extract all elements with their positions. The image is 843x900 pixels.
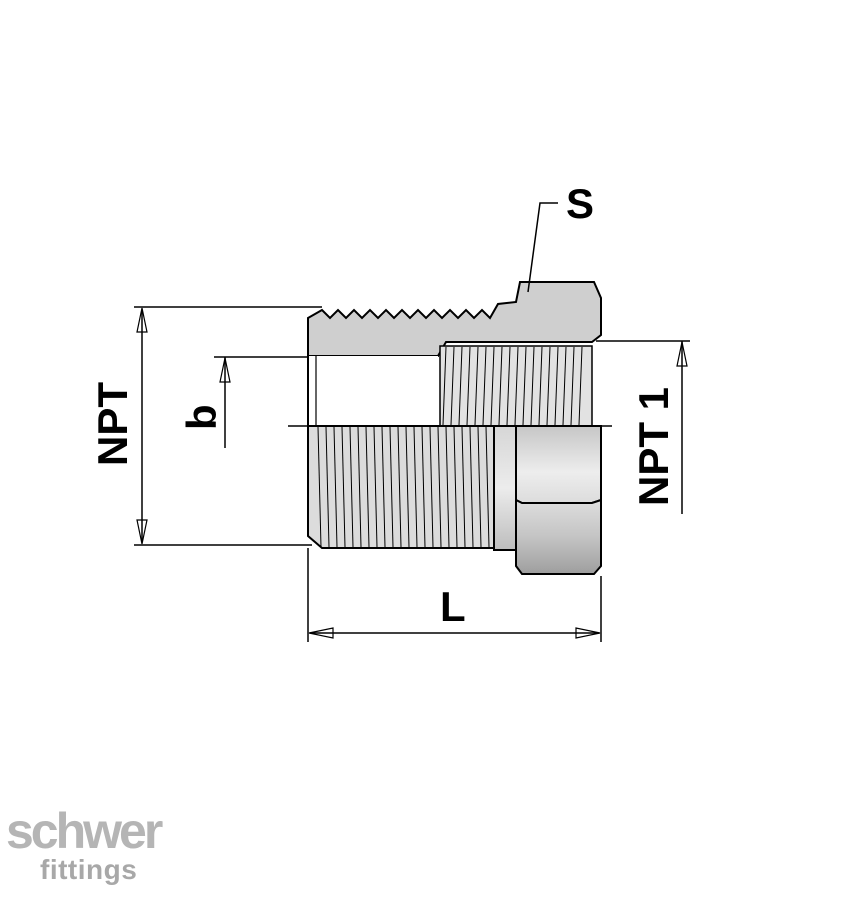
hex-head <box>515 425 602 575</box>
schwer-logo: schwer fittings <box>6 806 196 896</box>
section-body <box>307 281 602 426</box>
internal-thread-crest <box>450 346 455 426</box>
internal-thread-crest <box>474 346 479 426</box>
internal-thread-crest <box>458 346 463 426</box>
external-thread-crest <box>389 426 394 548</box>
dimension-s: S <box>527 180 594 293</box>
label-b: b <box>178 404 225 430</box>
label-s: S <box>566 180 594 227</box>
dimension-l: L <box>307 548 602 642</box>
external-thread-crest <box>349 426 354 548</box>
external-thread-crest <box>405 426 410 548</box>
internal-thread-crest <box>522 346 527 426</box>
label-npt1: NPT 1 <box>630 387 677 506</box>
internal-thread-crest <box>498 346 503 426</box>
internal-thread-crest <box>490 346 495 426</box>
collar <box>493 425 517 551</box>
internal-thread-crest <box>538 346 543 426</box>
internal-thread-crest <box>562 346 567 426</box>
external-thread-crest <box>381 426 386 548</box>
external-thread-crest <box>325 426 330 548</box>
external-thread-crest <box>397 426 402 548</box>
dimension-npt: NPT <box>89 306 322 546</box>
external-thread-crest <box>445 426 450 548</box>
dimension-npt1: NPT 1 <box>596 340 690 514</box>
logo-subtitle: fittings <box>40 854 138 885</box>
external-thread-crest <box>373 426 378 548</box>
external-thread-crest <box>357 426 362 548</box>
dimension-b: b <box>178 356 308 448</box>
label-l: L <box>440 583 466 630</box>
external-thread-crest <box>469 426 474 548</box>
internal-thread-crest <box>442 346 447 426</box>
external-thread-crest <box>413 426 418 548</box>
internal-thread-crest <box>554 346 559 426</box>
external-thread-crest <box>333 426 338 548</box>
internal-thread-crest <box>578 346 583 426</box>
external-thread-crest <box>485 426 490 548</box>
internal-thread-crest <box>530 346 535 426</box>
internal-thread <box>439 345 593 427</box>
external-thread <box>307 425 495 549</box>
external-thread-crest <box>341 426 346 548</box>
external-thread-crest <box>317 426 322 548</box>
internal-thread-crest <box>514 346 519 426</box>
external-thread-crest <box>453 426 458 548</box>
internal-thread-crest <box>466 346 471 426</box>
label-npt: NPT <box>89 382 136 466</box>
external-thread-crest <box>461 426 466 548</box>
external-thread-crest <box>477 426 482 548</box>
external-thread-crest <box>421 426 426 548</box>
external-thread-crest <box>429 426 434 548</box>
internal-thread-crest <box>506 346 511 426</box>
internal-thread-crest <box>482 346 487 426</box>
logo-wordmark: schwer <box>6 803 163 859</box>
external-thread-crest <box>437 426 442 548</box>
external-thread-crest <box>365 426 370 548</box>
internal-thread-crest <box>546 346 551 426</box>
internal-thread-crest <box>570 346 575 426</box>
